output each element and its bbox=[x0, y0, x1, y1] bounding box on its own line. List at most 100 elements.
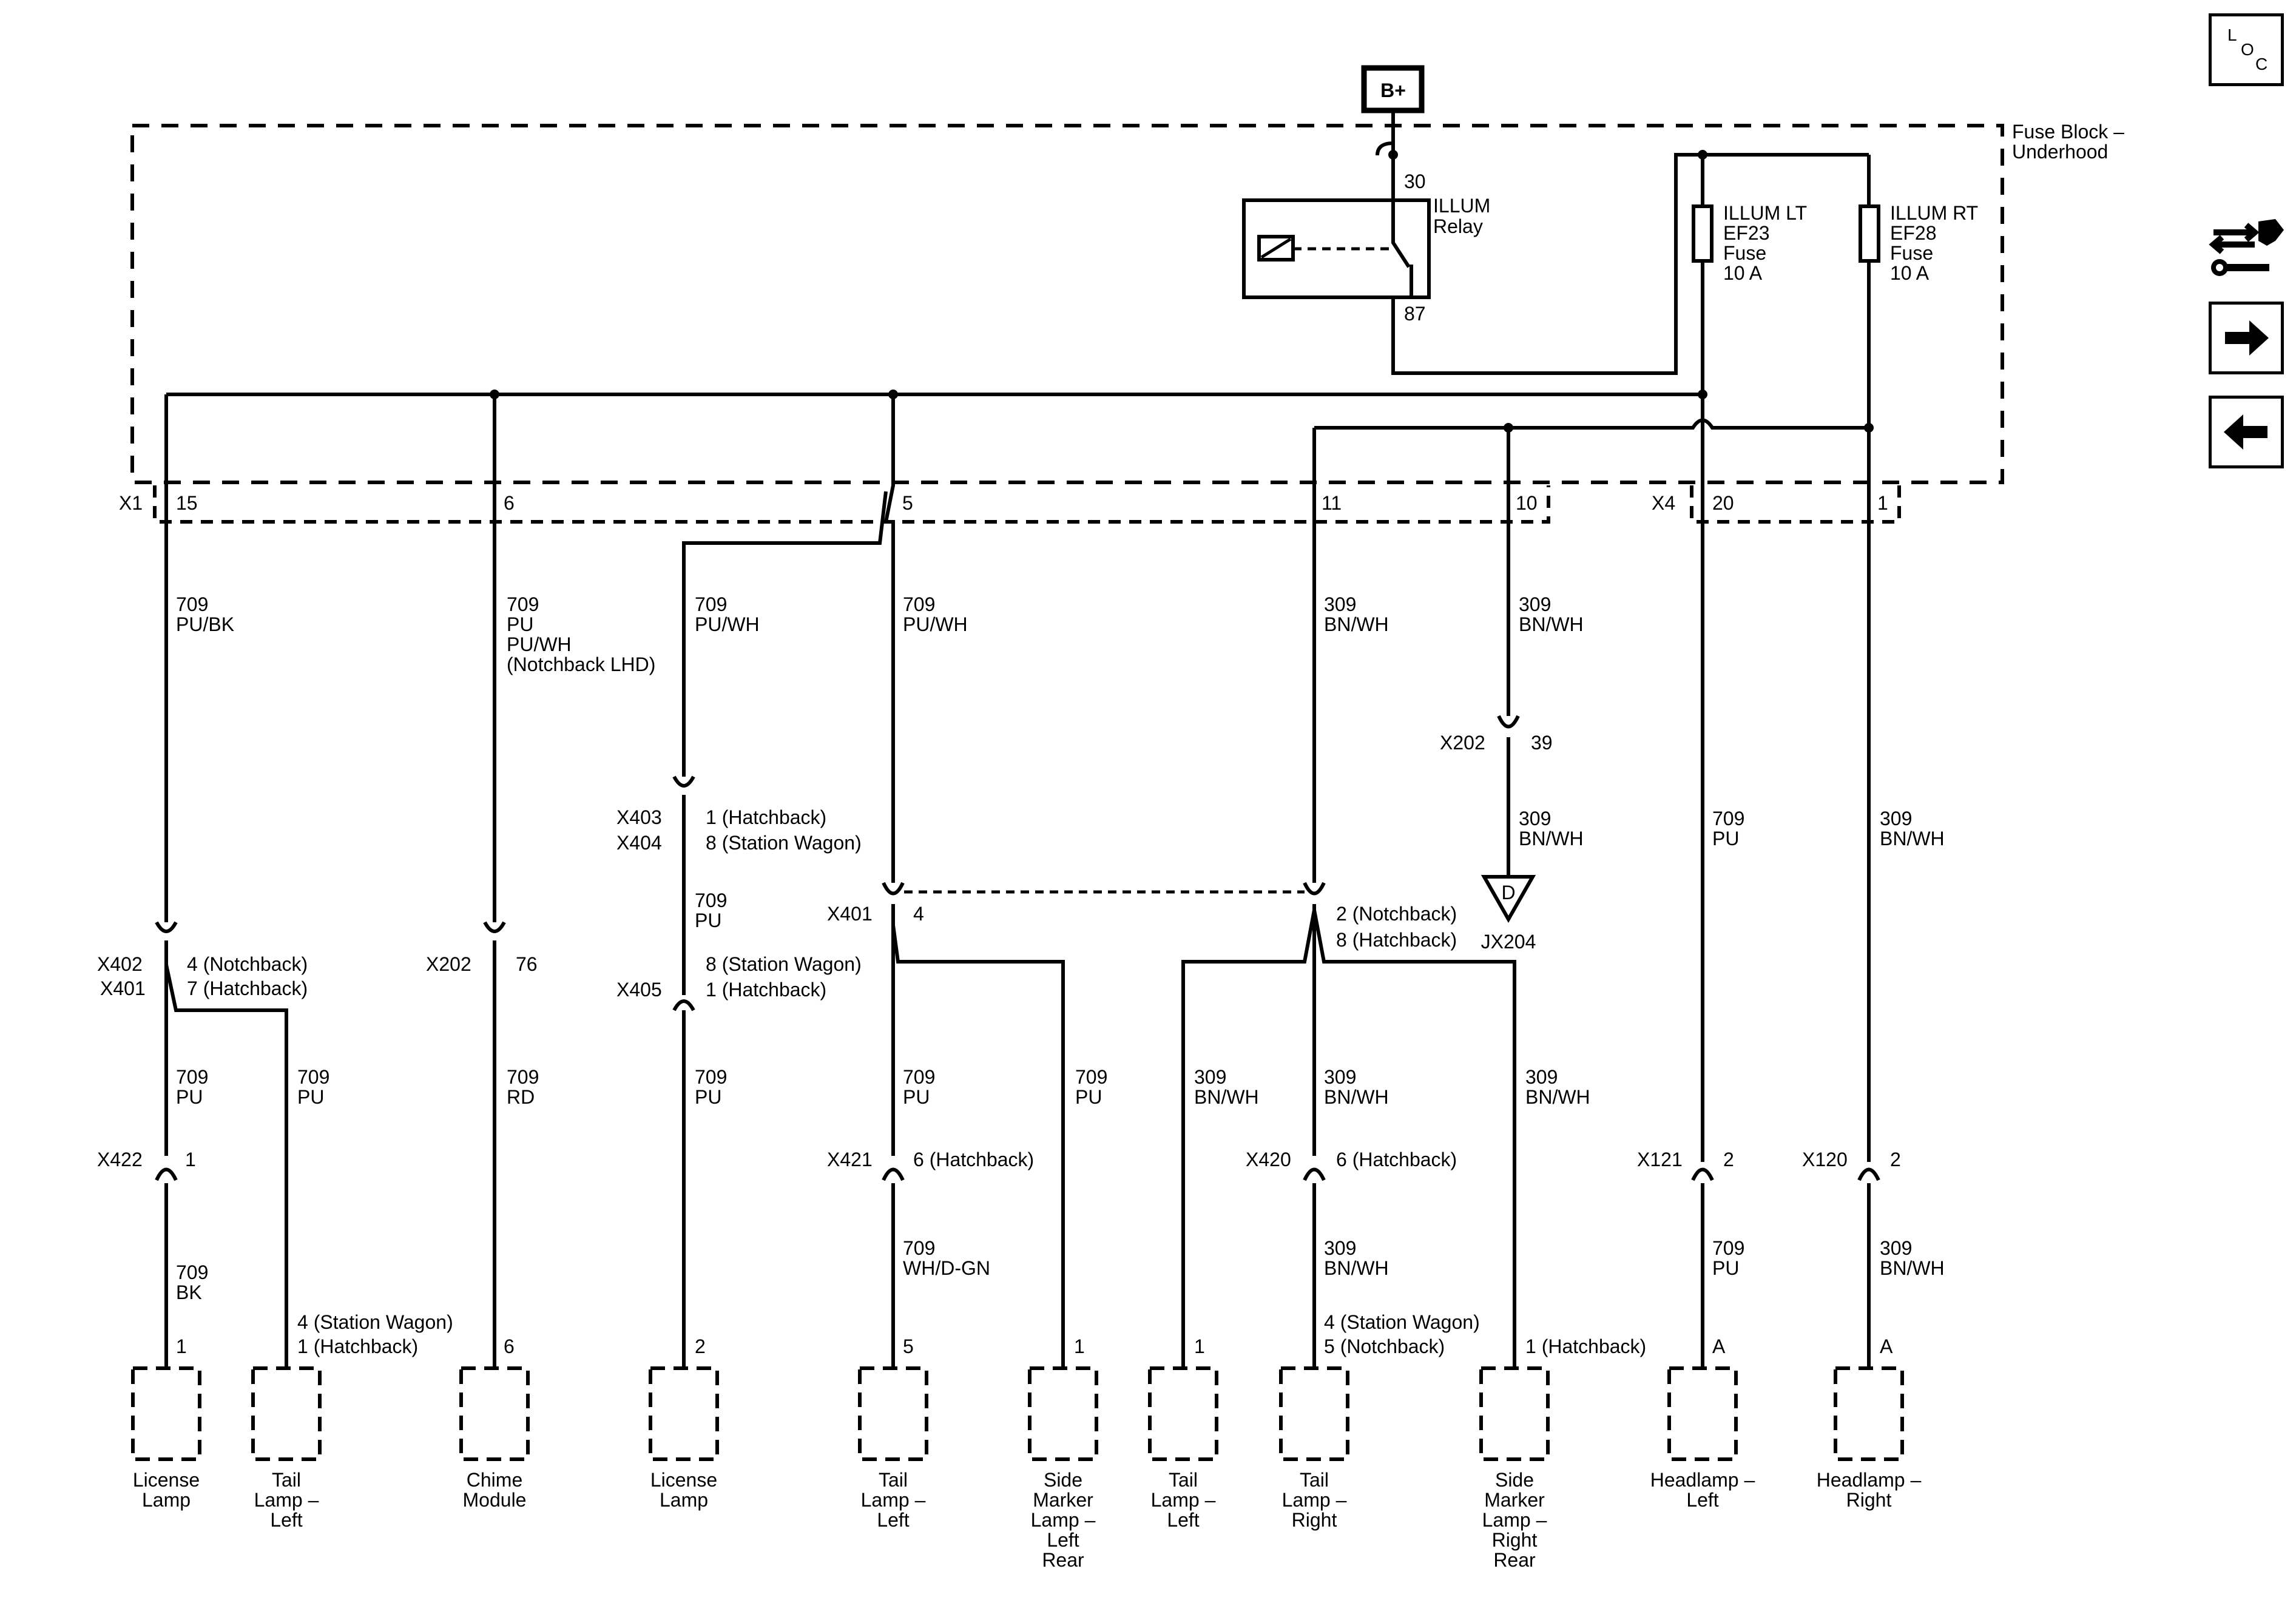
comp-pin-hl-l: A bbox=[1712, 1335, 1726, 1357]
comp-pin-lic1: 1 bbox=[176, 1335, 187, 1357]
inline-x405 bbox=[672, 999, 695, 1011]
comp-name-4-0: Tail bbox=[879, 1469, 908, 1491]
component-box-side-marker-left-rear[interactable] bbox=[1028, 1366, 1098, 1461]
wire-label-e-b: PU bbox=[903, 1086, 930, 1108]
loc-icon: L O C bbox=[2227, 25, 2267, 73]
wire-label-i-a: 309 bbox=[1525, 1066, 1558, 1088]
notch-pin-1: 2 (Notchback) bbox=[1336, 903, 1457, 925]
fuse-ef28-word: Fuse bbox=[1890, 242, 1933, 264]
comp-name-9-0: Headlamp – bbox=[1650, 1469, 1755, 1491]
comp-name-5-1: Marker bbox=[1033, 1489, 1093, 1511]
wire-label-c6-b: BN/WH bbox=[1519, 613, 1584, 635]
wire-i bbox=[1312, 910, 1516, 1368]
x202-label: X202 bbox=[1440, 732, 1485, 754]
wire-label-c3mid-b: PU bbox=[695, 910, 721, 931]
relay-box bbox=[1242, 198, 1431, 299]
inline-x121 bbox=[1691, 1167, 1714, 1181]
wire-label-a2-b: BK bbox=[176, 1281, 202, 1303]
component-box-tail-lamp-left-2[interactable] bbox=[858, 1366, 928, 1461]
comp-name-0-0: License bbox=[133, 1469, 200, 1491]
loc-letter-l: L bbox=[2227, 25, 2237, 44]
loc-button[interactable]: L O C bbox=[2209, 13, 2284, 86]
component-box-license-lamp-2[interactable] bbox=[649, 1366, 719, 1461]
comp-name-7-2: Right bbox=[1292, 1509, 1337, 1531]
wire-label-c7-a: 709 bbox=[1712, 808, 1744, 829]
x401b-pin: 4 bbox=[913, 903, 924, 925]
x402-pin-2: 7 (Hatchback) bbox=[187, 977, 308, 999]
fuse-ef23-name: ILLUM LT bbox=[1723, 202, 1807, 224]
wire-c4 bbox=[883, 394, 895, 883]
comp-name-6-0: Tail bbox=[1169, 1469, 1198, 1491]
jx204-letter: D bbox=[1501, 882, 1515, 903]
component-box-chime-module[interactable] bbox=[459, 1366, 530, 1461]
comp-name-5-3: Left bbox=[1047, 1529, 1079, 1551]
comp-name-6-2: Left bbox=[1167, 1509, 1199, 1531]
comp-pin-chime: 6 bbox=[504, 1335, 515, 1357]
connector-x1-outline bbox=[153, 485, 1901, 524]
comp-name-9-1: Left bbox=[1686, 1489, 1718, 1511]
fuse-ef28-id: EF28 bbox=[1890, 222, 1936, 244]
x421-pin: 6 (Hatchback) bbox=[913, 1149, 1034, 1170]
relay-word: Relay bbox=[1433, 215, 1483, 237]
fuse-ef23-id: EF23 bbox=[1723, 222, 1769, 244]
fuse-ef28-name: ILLUM RT bbox=[1890, 202, 1978, 224]
wire-label-c2-a: 709 bbox=[507, 593, 539, 615]
wire-label-g-b: BN/WH bbox=[1194, 1086, 1259, 1108]
x405-pin-2: 1 (Hatchback) bbox=[706, 979, 826, 1001]
battery-label: B+ bbox=[1380, 79, 1406, 101]
arrow-right-icon bbox=[2225, 320, 2269, 356]
relay-output-wire bbox=[1391, 153, 1869, 375]
x202-pin: 39 bbox=[1531, 732, 1553, 754]
wire-label-h2-a: 309 bbox=[1324, 1237, 1356, 1259]
wire-label-d-b: PU bbox=[695, 1086, 721, 1108]
next-button[interactable] bbox=[2209, 302, 2284, 374]
inline-x402 bbox=[155, 921, 178, 933]
comp-name-1-0: Tail bbox=[272, 1469, 301, 1491]
relay-name: ILLUM bbox=[1433, 195, 1490, 217]
wire-label-e-a: 709 bbox=[903, 1066, 935, 1088]
x121-label: X121 bbox=[1637, 1149, 1683, 1170]
component-box-headlamp-left[interactable] bbox=[1667, 1366, 1738, 1461]
wire-label-e2-a: 709 bbox=[903, 1237, 935, 1259]
x402-label: X402 bbox=[97, 953, 143, 975]
component-box-headlamp-right[interactable] bbox=[1834, 1366, 1904, 1461]
comp-pin-side-r: 1 (Hatchback) bbox=[1525, 1335, 1646, 1357]
comp-name-3-0: License bbox=[650, 1469, 717, 1491]
inline-x202-39 bbox=[1497, 715, 1520, 729]
x120-pin: 2 bbox=[1890, 1149, 1901, 1170]
comp-name-3-1: Lamp bbox=[660, 1489, 708, 1511]
fuse-ef28 bbox=[1859, 204, 1880, 263]
comp-pin-tail-l3: 1 bbox=[1194, 1335, 1205, 1357]
wire-label-c7b-b: PU bbox=[1712, 1257, 1739, 1279]
comp-pin-tail-l2: 5 bbox=[903, 1335, 914, 1357]
component-box-side-marker-right-rear[interactable] bbox=[1479, 1366, 1550, 1461]
comp-name-2-1: Module bbox=[463, 1489, 527, 1511]
wire-label-c7b-a: 709 bbox=[1712, 1237, 1744, 1259]
wire-label-c6-a: 309 bbox=[1519, 593, 1551, 615]
x420-pin: 6 (Hatchback) bbox=[1336, 1149, 1457, 1170]
comp-pin-tail-r-a: 4 (Station Wagon) bbox=[1324, 1311, 1480, 1333]
x1-pin-5: 5 bbox=[902, 492, 913, 514]
comp-pin-hl-r: A bbox=[1880, 1335, 1893, 1357]
wire-label-c8b-b: BN/WH bbox=[1880, 1257, 1945, 1279]
comp-name-7-0: Tail bbox=[1300, 1469, 1329, 1491]
comp-name-10-1: Right bbox=[1846, 1489, 1892, 1511]
comp-pin-tail-r-b: 5 (Notchback) bbox=[1324, 1335, 1445, 1357]
component-box-license-lamp-1[interactable] bbox=[131, 1366, 201, 1461]
wire-label-c2-b: PU bbox=[507, 613, 533, 635]
x401b-label: X401 bbox=[827, 903, 873, 925]
prev-button[interactable] bbox=[2209, 396, 2284, 468]
x405-label: X405 bbox=[616, 979, 662, 1001]
component-box-tail-lamp-left-3[interactable] bbox=[1148, 1366, 1218, 1461]
component-box-tail-lamp-left-1[interactable] bbox=[251, 1366, 322, 1461]
wire-label-b-a: 709 bbox=[297, 1066, 329, 1088]
x421-label: X421 bbox=[827, 1149, 873, 1170]
wire-label-a2-a: 709 bbox=[176, 1261, 208, 1283]
component-box-tail-lamp-right[interactable] bbox=[1279, 1366, 1349, 1461]
splice-bus-709-c bbox=[1698, 390, 1707, 399]
x403-pin: 1 (Hatchback) bbox=[706, 806, 826, 828]
x4-pin-20: 20 bbox=[1712, 492, 1734, 514]
connector-x1-label: X1 bbox=[119, 492, 143, 514]
connector-wrench-icon[interactable] bbox=[2209, 209, 2288, 282]
component-boxes bbox=[131, 1366, 1904, 1461]
